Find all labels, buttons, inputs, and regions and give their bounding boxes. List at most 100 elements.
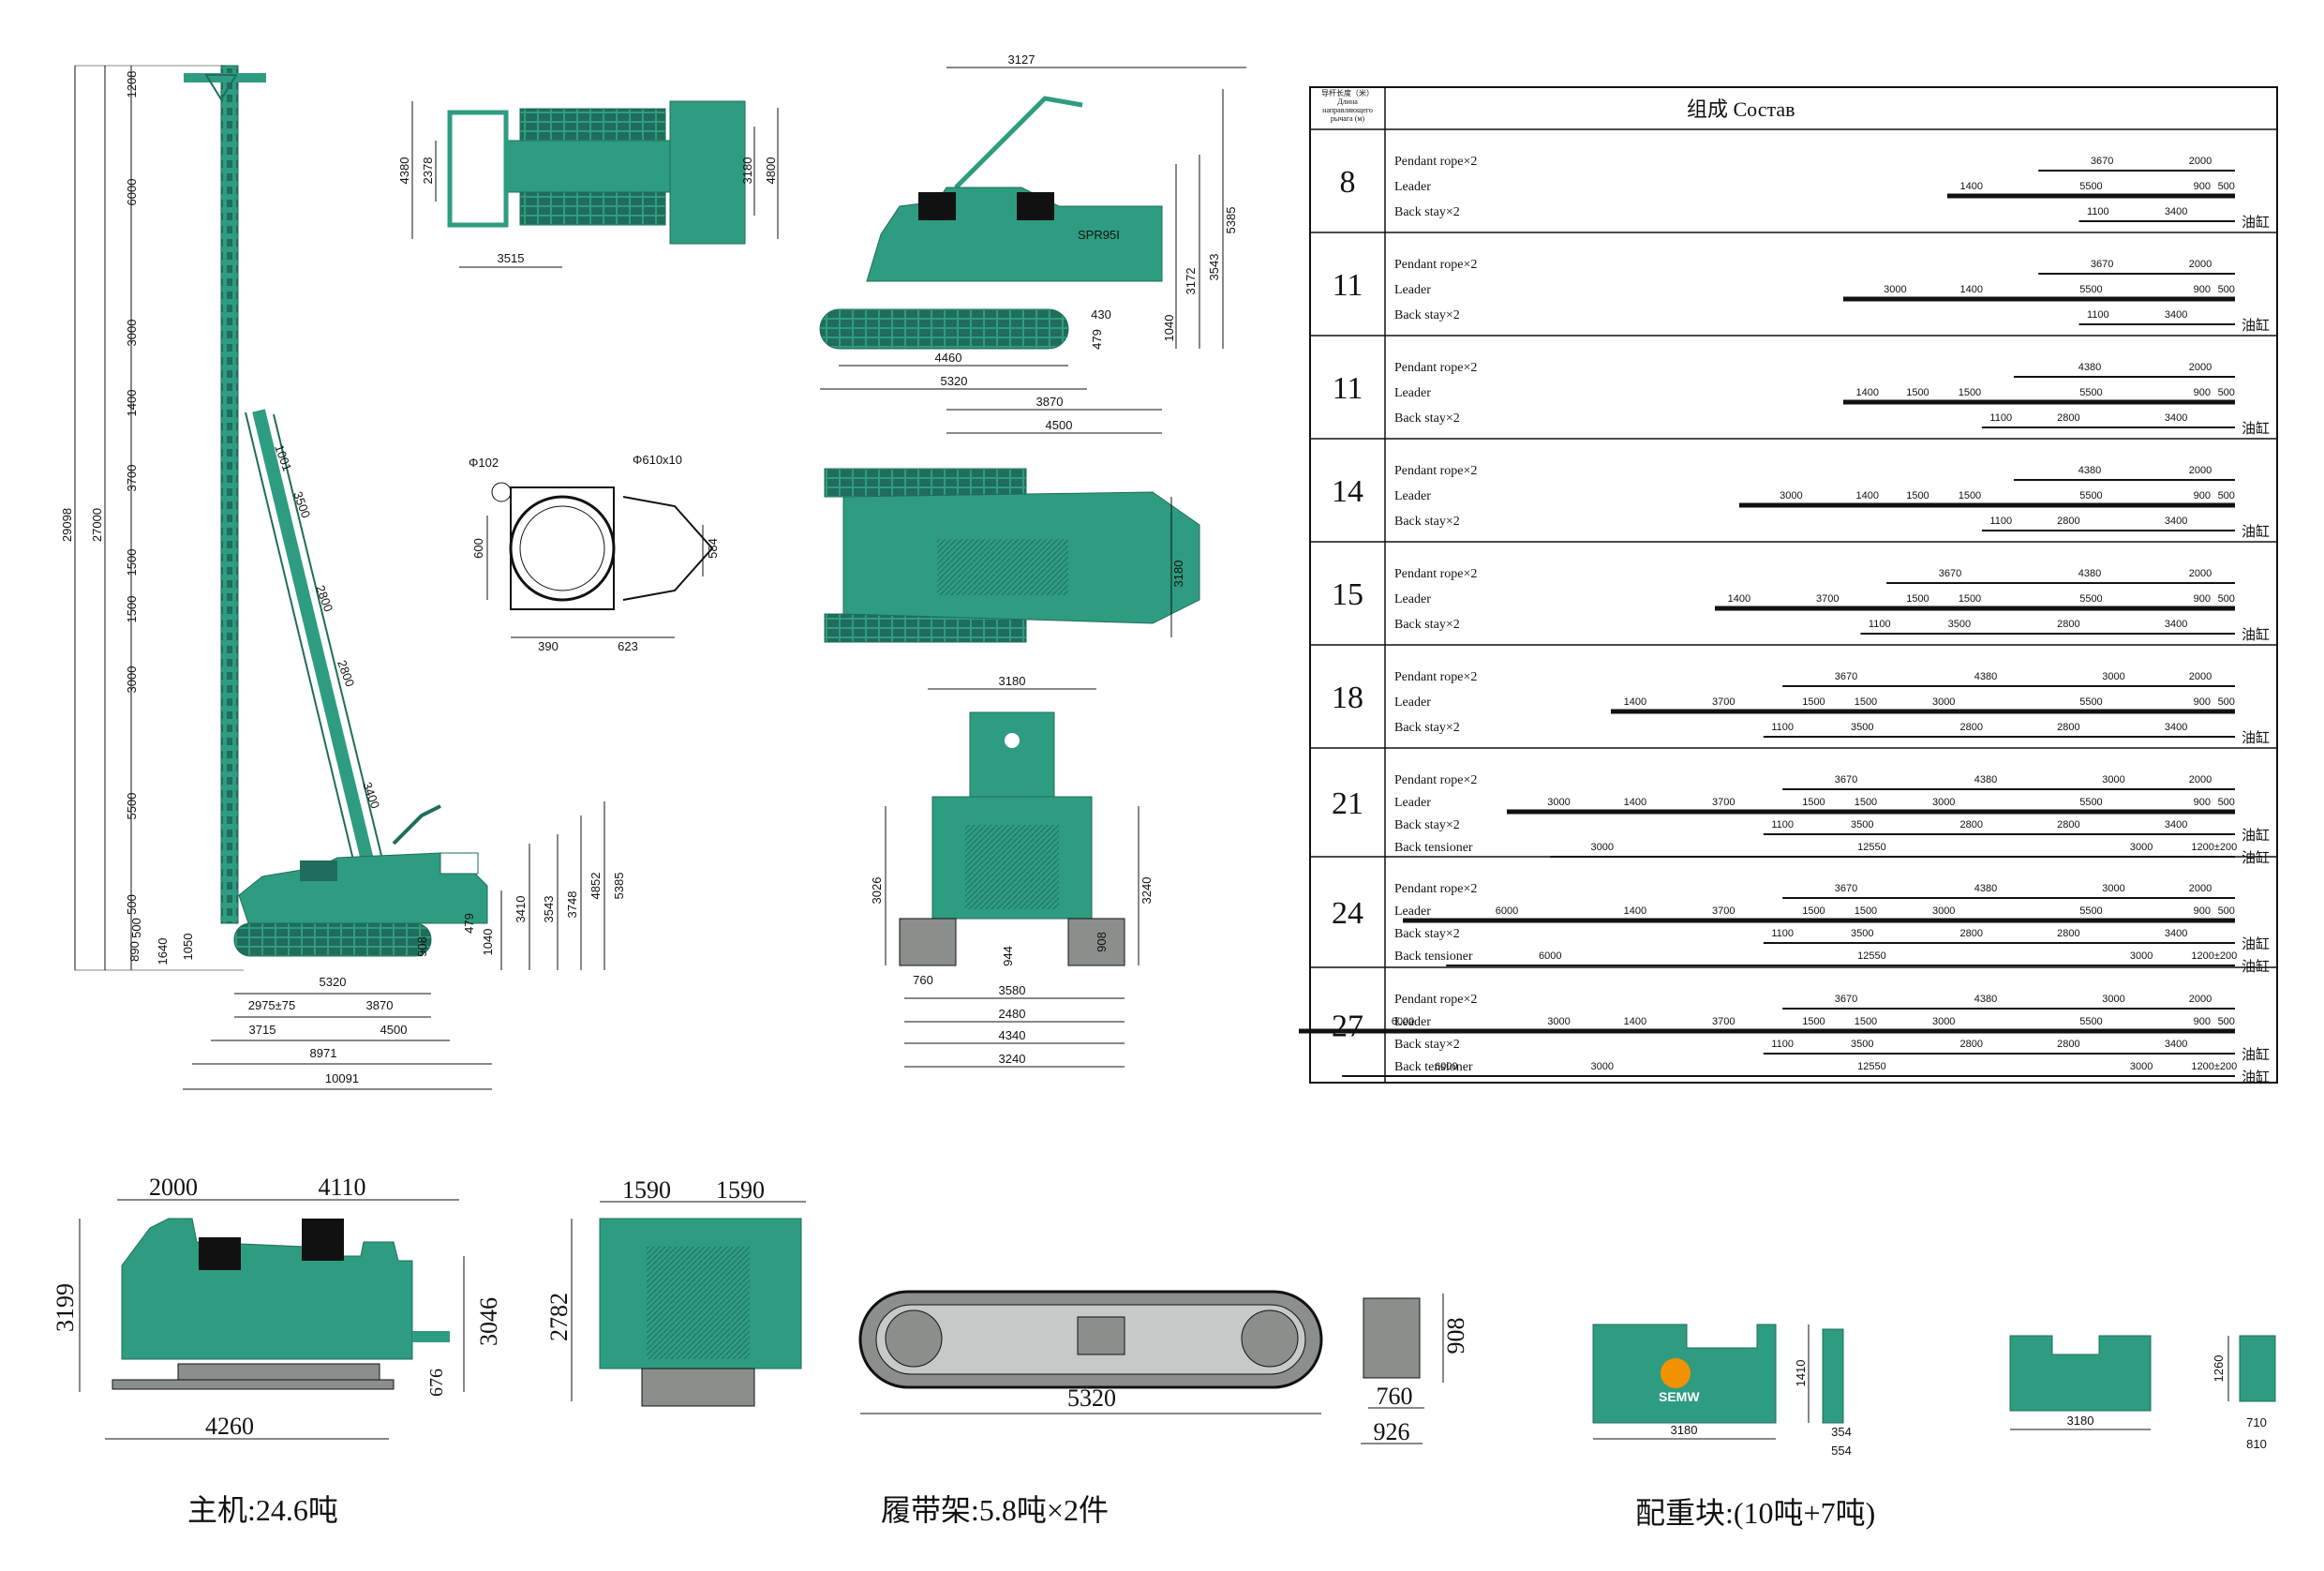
bottom-dim-label: 4500 — [380, 1023, 408, 1037]
leader-label: Leader — [1394, 489, 1431, 503]
back-segment-label: 1100 — [2087, 309, 2109, 321]
right-dim-label: 1040 — [481, 929, 495, 956]
track-top-right — [519, 187, 666, 226]
back-segment-label: 3500 — [1851, 928, 1873, 939]
pendant-segment-label: 3000 — [2102, 883, 2124, 894]
back-segment-label: 2800 — [2057, 516, 2079, 527]
leader-label: Leader — [1394, 180, 1431, 194]
flange-dim-label: Φ102 — [469, 456, 499, 470]
flange-detail — [486, 482, 714, 638]
right-dim-label: 3543 — [542, 896, 556, 923]
tensioner-label: Back tensioner — [1394, 950, 1473, 964]
crawler-track — [233, 922, 432, 957]
side-view: SPR95I — [819, 67, 1246, 434]
cylinder-label: 油缸 — [2242, 729, 2270, 746]
row-length: 15 — [1332, 577, 1363, 612]
counterweight-views: SEMW — [1592, 1324, 2276, 1440]
leader-label: Leader — [1394, 1015, 1431, 1029]
height-dim-label: 3700 — [125, 465, 139, 492]
leader-segment-label: 500 — [2218, 797, 2235, 808]
pendant-segment-label: 2000 — [2189, 156, 2212, 167]
leader-segment-label: 1500 — [1855, 696, 1877, 708]
rear-dim-label: 3180 — [999, 674, 1026, 688]
row-length: 11 — [1333, 371, 1363, 406]
back-segment-label: 2800 — [2057, 928, 2079, 939]
leader-segment-label: 500 — [2218, 490, 2235, 501]
pendant-segment-label: 2000 — [2189, 994, 2212, 1005]
back-label: Back stay×2 — [1394, 721, 1460, 735]
leader-segment-label: 3700 — [1712, 696, 1735, 708]
back-label: Back stay×2 — [1394, 411, 1460, 426]
leader-segment-label: 1400 — [1856, 490, 1879, 501]
rear-dim-label: 2480 — [999, 1007, 1026, 1021]
leader-segment-label: 6000 — [1496, 905, 1518, 917]
leader-segment-label: 900 — [2194, 490, 2211, 501]
side-dim-label: 4460 — [935, 351, 962, 365]
leader-segment-label: 1400 — [1960, 181, 1983, 192]
bottom-dim-label: 3870 — [366, 998, 394, 1012]
leader-segment-label: 5500 — [2079, 696, 2102, 708]
leader-segment-label: 3000 — [1884, 284, 1906, 295]
back-segment-label: 3400 — [2165, 722, 2187, 733]
cylinder-label: 油缸 — [2242, 626, 2270, 643]
leader-label: Leader — [1394, 283, 1431, 297]
counterweight-top — [669, 100, 746, 245]
tensioner-label: Back tensioner — [1394, 841, 1473, 855]
leader-segment-label: 500 — [2218, 1016, 2235, 1027]
leader-segment-label: 900 — [2194, 593, 2211, 605]
row-length: 18 — [1332, 681, 1363, 715]
cw-dim-label: 354 — [1831, 1425, 1852, 1439]
right-dim-label: 479 — [462, 913, 476, 934]
top-dim-label: 2378 — [421, 157, 435, 185]
leader-segment-label: 1500 — [1959, 490, 1981, 501]
row-length: 27 — [1332, 1010, 1363, 1044]
height-dim-label: 3000 — [125, 666, 139, 694]
leader-segment-label: 1400 — [1728, 593, 1750, 605]
leader-segment-label: 1500 — [1959, 387, 1981, 398]
leader-segment-label: 1500 — [1959, 593, 1981, 605]
flange-dim-label: Φ610x10 — [633, 453, 682, 467]
tensioner-segment-label: 12550 — [1857, 1061, 1886, 1072]
rear-dim-label: 908 — [1095, 932, 1109, 952]
tensioner-segment-label: 1200±200 — [2191, 950, 2237, 962]
caption-counterweight: 配重块:(10吨+7吨) — [1635, 1496, 1875, 1530]
boom-dim-label: 3400 — [360, 780, 382, 810]
rear-small-dim-label: 2782 — [545, 1293, 573, 1341]
pendant-segment-label: 3670 — [1939, 568, 1961, 579]
top-dim-label: 4380 — [397, 157, 411, 185]
main-dim-label: 3046 — [475, 1297, 502, 1346]
caption-main-unit: 主机:24.6吨 — [187, 1493, 338, 1527]
cw-dim-label: 1410 — [1794, 1360, 1808, 1387]
height-dim-label: 5500 — [125, 793, 139, 820]
leader-segment-label: 5500 — [2079, 1016, 2102, 1027]
bottom-dim-label: 5320 — [320, 975, 347, 989]
overall-height-label: 29098 — [60, 508, 74, 542]
pendant-label: Pendant rope×2 — [1394, 361, 1477, 375]
front-view-dimension-labels: 1208600030001400370015001500300055005005… — [60, 71, 626, 1085]
right-dim-label: 3410 — [514, 896, 528, 923]
back-label: Back stay×2 — [1394, 1038, 1460, 1052]
plan-view — [824, 468, 1200, 643]
bottom-dim-label: 2975±75 — [248, 998, 296, 1012]
height-dim-label: 1208 — [125, 71, 139, 98]
leader-segment-label: 5500 — [2079, 181, 2102, 192]
pendant-segment-label: 2000 — [2189, 362, 2212, 373]
leader-segment-label: 1500 — [1802, 797, 1825, 808]
side-track — [819, 308, 1069, 350]
back-label: Back stay×2 — [1394, 818, 1460, 832]
leader-segment-label: 5500 — [2079, 905, 2102, 917]
back-segment-label: 3400 — [2165, 206, 2187, 217]
main-rear-view — [571, 1201, 806, 1407]
back-label: Back stay×2 — [1394, 515, 1460, 529]
cylinder-label: 油缸 — [2242, 317, 2270, 334]
cylinder-label: 油缸 — [2242, 420, 2270, 437]
back-segment-label: 1100 — [1771, 1039, 1794, 1050]
pendant-segment-label: 4380 — [1974, 671, 1997, 682]
rear-view — [885, 688, 1140, 1068]
back-segment-label: 2800 — [2057, 412, 2079, 424]
back-segment-label: 3500 — [1948, 619, 1971, 630]
pendant-label: Pendant rope×2 — [1394, 670, 1477, 684]
